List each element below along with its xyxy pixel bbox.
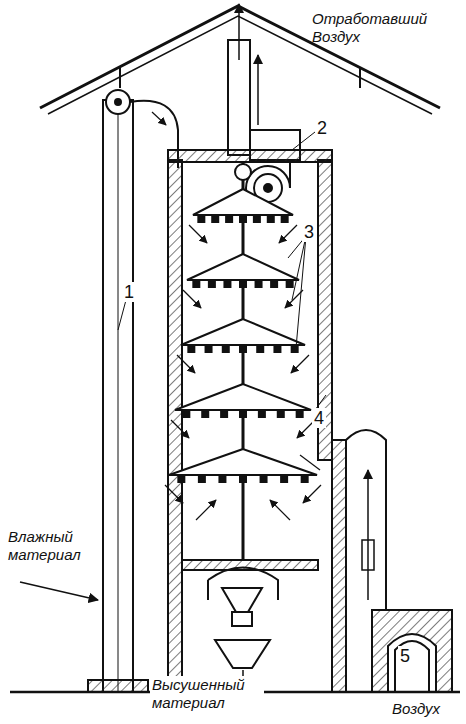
flow-label: Влажный материал [8, 528, 98, 564]
cone-shelf [181, 319, 305, 345]
flow-label: Воздух [392, 700, 462, 718]
flow-label: Высушенный материал [150, 676, 264, 712]
callout-number: 1 [122, 282, 136, 302]
callout-number: 5 [398, 646, 412, 666]
callout-number: 4 [312, 408, 326, 428]
cone-shelf [169, 449, 317, 475]
callout-number: 3 [302, 222, 316, 242]
cone-shelf [193, 189, 293, 215]
cone-shelf [175, 384, 311, 410]
cone-shelf [187, 254, 299, 280]
flow-label: Отработавший Воздух [312, 10, 422, 46]
callout-number: 2 [315, 118, 329, 138]
